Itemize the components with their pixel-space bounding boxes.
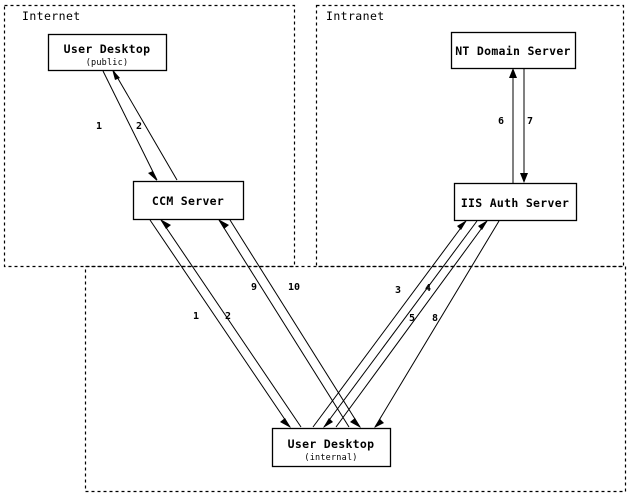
arrow-head-1-at-internal [280, 418, 291, 428]
flow-group-iis-nt [509, 68, 528, 183]
flow-line-2-ccm-to-public [112, 69, 178, 181]
flow-line-1-ccm-to-internal [149, 219, 291, 428]
node-title-ccm-server: CCM Server [152, 194, 224, 208]
flow-label-7: 7 [527, 116, 533, 127]
arrow-head-2-at-public [112, 69, 120, 80]
node-box-iis-auth-server[interactable] [453, 182, 578, 222]
arrow-head-7-at-iis [520, 173, 528, 183]
node-ccm-server[interactable]: CCM Server [132, 180, 245, 221]
flow-line-2-internal-to-ccm [160, 219, 302, 428]
arrow-head-9-at-ccm [218, 219, 229, 229]
zone-internet-border [3, 4, 296, 268]
flow-label-8: 8 [432, 313, 438, 324]
zone-label-internet: Internet [22, 9, 81, 23]
arrow-head-2-at-ccm [160, 219, 171, 229]
node-box-nt-domain-server[interactable] [450, 31, 577, 70]
flow-group-ccm-internal-right [218, 219, 361, 428]
node-box-ccm-server[interactable] [132, 180, 245, 221]
flow-label-5: 5 [409, 313, 415, 324]
node-iis-auth-server[interactable]: IIS Auth Server [453, 182, 578, 222]
flow-label-2-internal: 2 [225, 311, 231, 322]
flow-line-8-iis-to-internal [374, 220, 500, 428]
arrow-head-10-at-internal [350, 418, 361, 428]
flow-label-9: 9 [251, 282, 257, 293]
arrow-head-1-at-ccm [148, 171, 157, 181]
flow-label-1-internal: 1 [193, 311, 199, 322]
arrow-head-3-at-iis [457, 220, 467, 230]
node-box-user-desktop-internal[interactable] [271, 427, 392, 468]
flow-line-4-iis-to-internal [323, 220, 478, 428]
node-nt-domain-server[interactable]: NT Domain Server [450, 31, 577, 70]
flow-group-internal-iis-34 [312, 220, 478, 428]
arrow-head-8-at-internal [374, 419, 384, 428]
arrow-head-5-at-iis [478, 220, 488, 230]
node-title-user-desktop-public: User Desktop [64, 42, 151, 56]
node-subtitle-user-desktop-internal: (internal) [304, 453, 357, 463]
node-title-user-desktop-internal: User Desktop [288, 437, 375, 451]
node-box-user-desktop-public[interactable] [47, 33, 168, 72]
flow-group-internal-iis-58 [335, 220, 500, 428]
flow-line-1-public-to-ccm [102, 70, 158, 181]
arrow-head-4-at-internal [323, 418, 333, 428]
node-subtitle-user-desktop-public: (public) [86, 58, 129, 68]
flow-label-1-public: 1 [96, 121, 102, 132]
flow-line-5-internal-to-iis [335, 220, 488, 428]
flow-label-10: 10 [288, 282, 300, 293]
flow-label-6: 6 [498, 116, 504, 127]
node-title-nt-domain-server: NT Domain Server [455, 44, 571, 58]
flow-line-3-internal-to-iis [312, 220, 467, 428]
flow-group-public-ccm [102, 69, 178, 181]
zone-label-intranet: Intranet [326, 9, 385, 23]
flow-label-3: 3 [395, 285, 401, 296]
flow-label-4: 4 [425, 283, 431, 294]
flow-label-2-public: 2 [136, 121, 142, 132]
node-user-desktop-internal[interactable]: User Desktop (internal) [271, 427, 392, 468]
flow-group-ccm-internal-left [149, 219, 302, 428]
arrow-head-6-at-nt [509, 68, 517, 78]
node-title-iis-auth-server: IIS Auth Server [461, 196, 569, 210]
zone-internal-border [84, 265, 627, 493]
flow-line-9-internal-to-ccm [218, 219, 350, 428]
node-user-desktop-public[interactable]: User Desktop (public) [47, 33, 168, 72]
